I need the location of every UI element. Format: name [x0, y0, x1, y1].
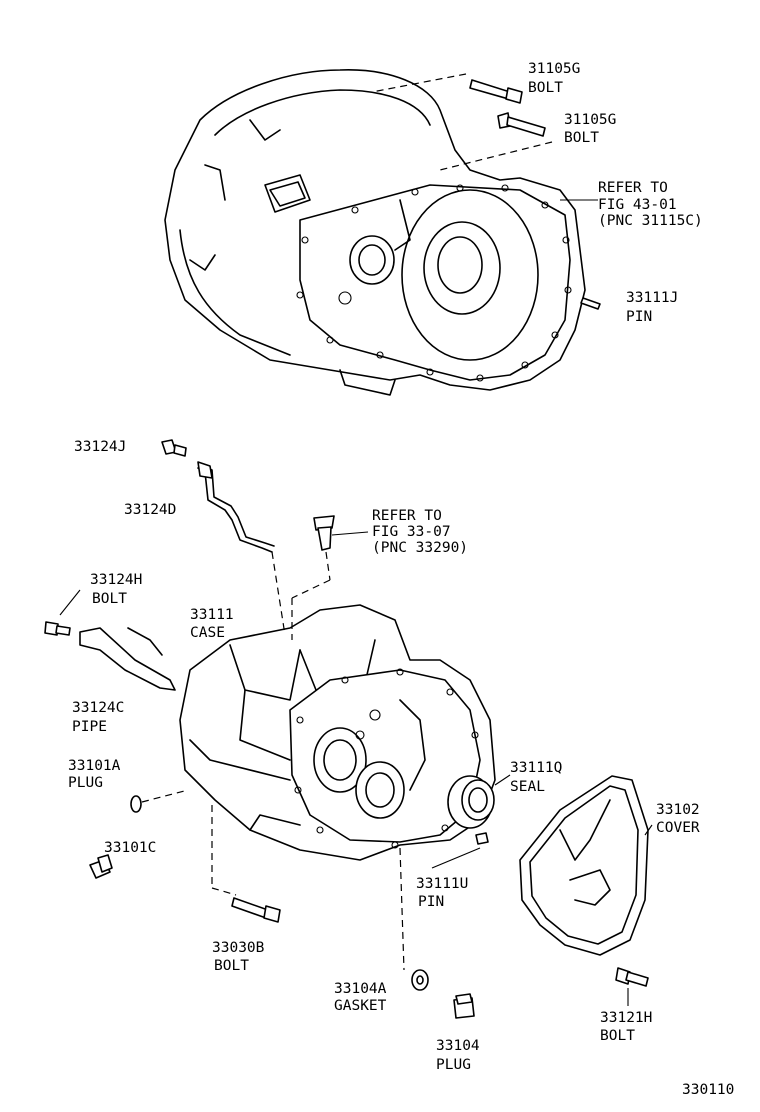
label-33102-pnc: 33102 [656, 802, 700, 818]
label-31105g-a-pnc: 31105G [528, 61, 580, 77]
label-33101a-pnc: 33101A [68, 758, 121, 774]
label-33121h-pnc: 33121H [600, 1010, 652, 1026]
figure-code: 330110 [682, 1082, 734, 1098]
label-refer-33-line2: FIG 33-07 [372, 524, 451, 540]
label-33111-name: CASE [190, 625, 225, 641]
label-33124c-pnc: 33124C [72, 700, 124, 716]
label-33104a-name: GASKET [334, 998, 387, 1014]
label-33030b-pnc: 33030B [212, 940, 265, 956]
bolt-33121h-drawing [615, 967, 649, 987]
label-33111u-pnc: 33111U [416, 876, 468, 892]
label-33111q-pnc: 33111Q [510, 760, 562, 776]
bolt-33124j-drawing [161, 439, 187, 457]
transaxle-housing-drawing [164, 69, 586, 396]
pipe-33124c-drawing [79, 627, 176, 691]
label-33111j-pnc: 33111J [626, 290, 678, 306]
label-refer-33-line3: (PNC 33290) [372, 540, 468, 556]
bolt-33124h-drawing [44, 621, 71, 636]
bolt-31105g-upper-drawing [469, 79, 523, 104]
label-33111q-name: SEAL [510, 779, 545, 795]
pipe-33124d-drawing [197, 461, 275, 553]
label-33102-name: COVER [656, 820, 700, 836]
label-refer-43-line2: FIG 43-01 [598, 197, 677, 213]
cover-33102-drawing [519, 775, 649, 956]
label-33104a-pnc: 33104A [334, 981, 387, 997]
plug-33101a-drawing [89, 854, 113, 879]
label-33101c-pnc: 33101C [104, 840, 156, 856]
bolt-33030b-drawing [231, 897, 281, 923]
label-33111u-name: PIN [418, 894, 444, 910]
label-33124h-name: BOLT [92, 591, 127, 607]
pin-33111u-drawing [475, 832, 489, 845]
label-31105g-b-name: BOLT [564, 130, 599, 146]
label-refer-43-line1: REFER TO [598, 180, 668, 196]
label-31105g-b-pnc: 31105G [564, 112, 616, 128]
label-33104-pnc: 33104 [436, 1038, 480, 1054]
label-33030b-name: BOLT [214, 958, 249, 974]
pin-33111j-drawing [580, 297, 601, 310]
label-33104-name: PLUG [436, 1057, 471, 1073]
seal-33111q-drawing [447, 775, 495, 829]
label-refer-43-line3: (PNC 31115C) [598, 213, 703, 229]
label-31105g-a-name: BOLT [528, 80, 563, 96]
breather-plug-drawing [313, 515, 335, 551]
label-33124c-name: PIPE [72, 719, 107, 735]
bolt-31105g-lower-drawing [497, 112, 546, 137]
transmission-case-drawing [179, 604, 496, 861]
label-33124h-pnc: 33124H [90, 572, 142, 588]
label-33121h-name: BOLT [600, 1028, 635, 1044]
gasket-33104a-drawing [411, 969, 429, 991]
label-33124j-pnc: 33124J [74, 439, 126, 455]
gasket-33101c-drawing [130, 795, 142, 813]
label-33111j-name: PIN [626, 309, 652, 325]
callout-labels: 31105G BOLT 31105G BOLT REFER TO FIG 43-… [68, 61, 734, 1098]
label-33101a-name: PLUG [68, 775, 103, 791]
label-33124d-pnc: 33124D [124, 502, 176, 518]
plug-33104-drawing [453, 993, 475, 1019]
label-33111-pnc: 33111 [190, 607, 234, 623]
label-refer-33-line1: REFER TO [372, 508, 442, 524]
